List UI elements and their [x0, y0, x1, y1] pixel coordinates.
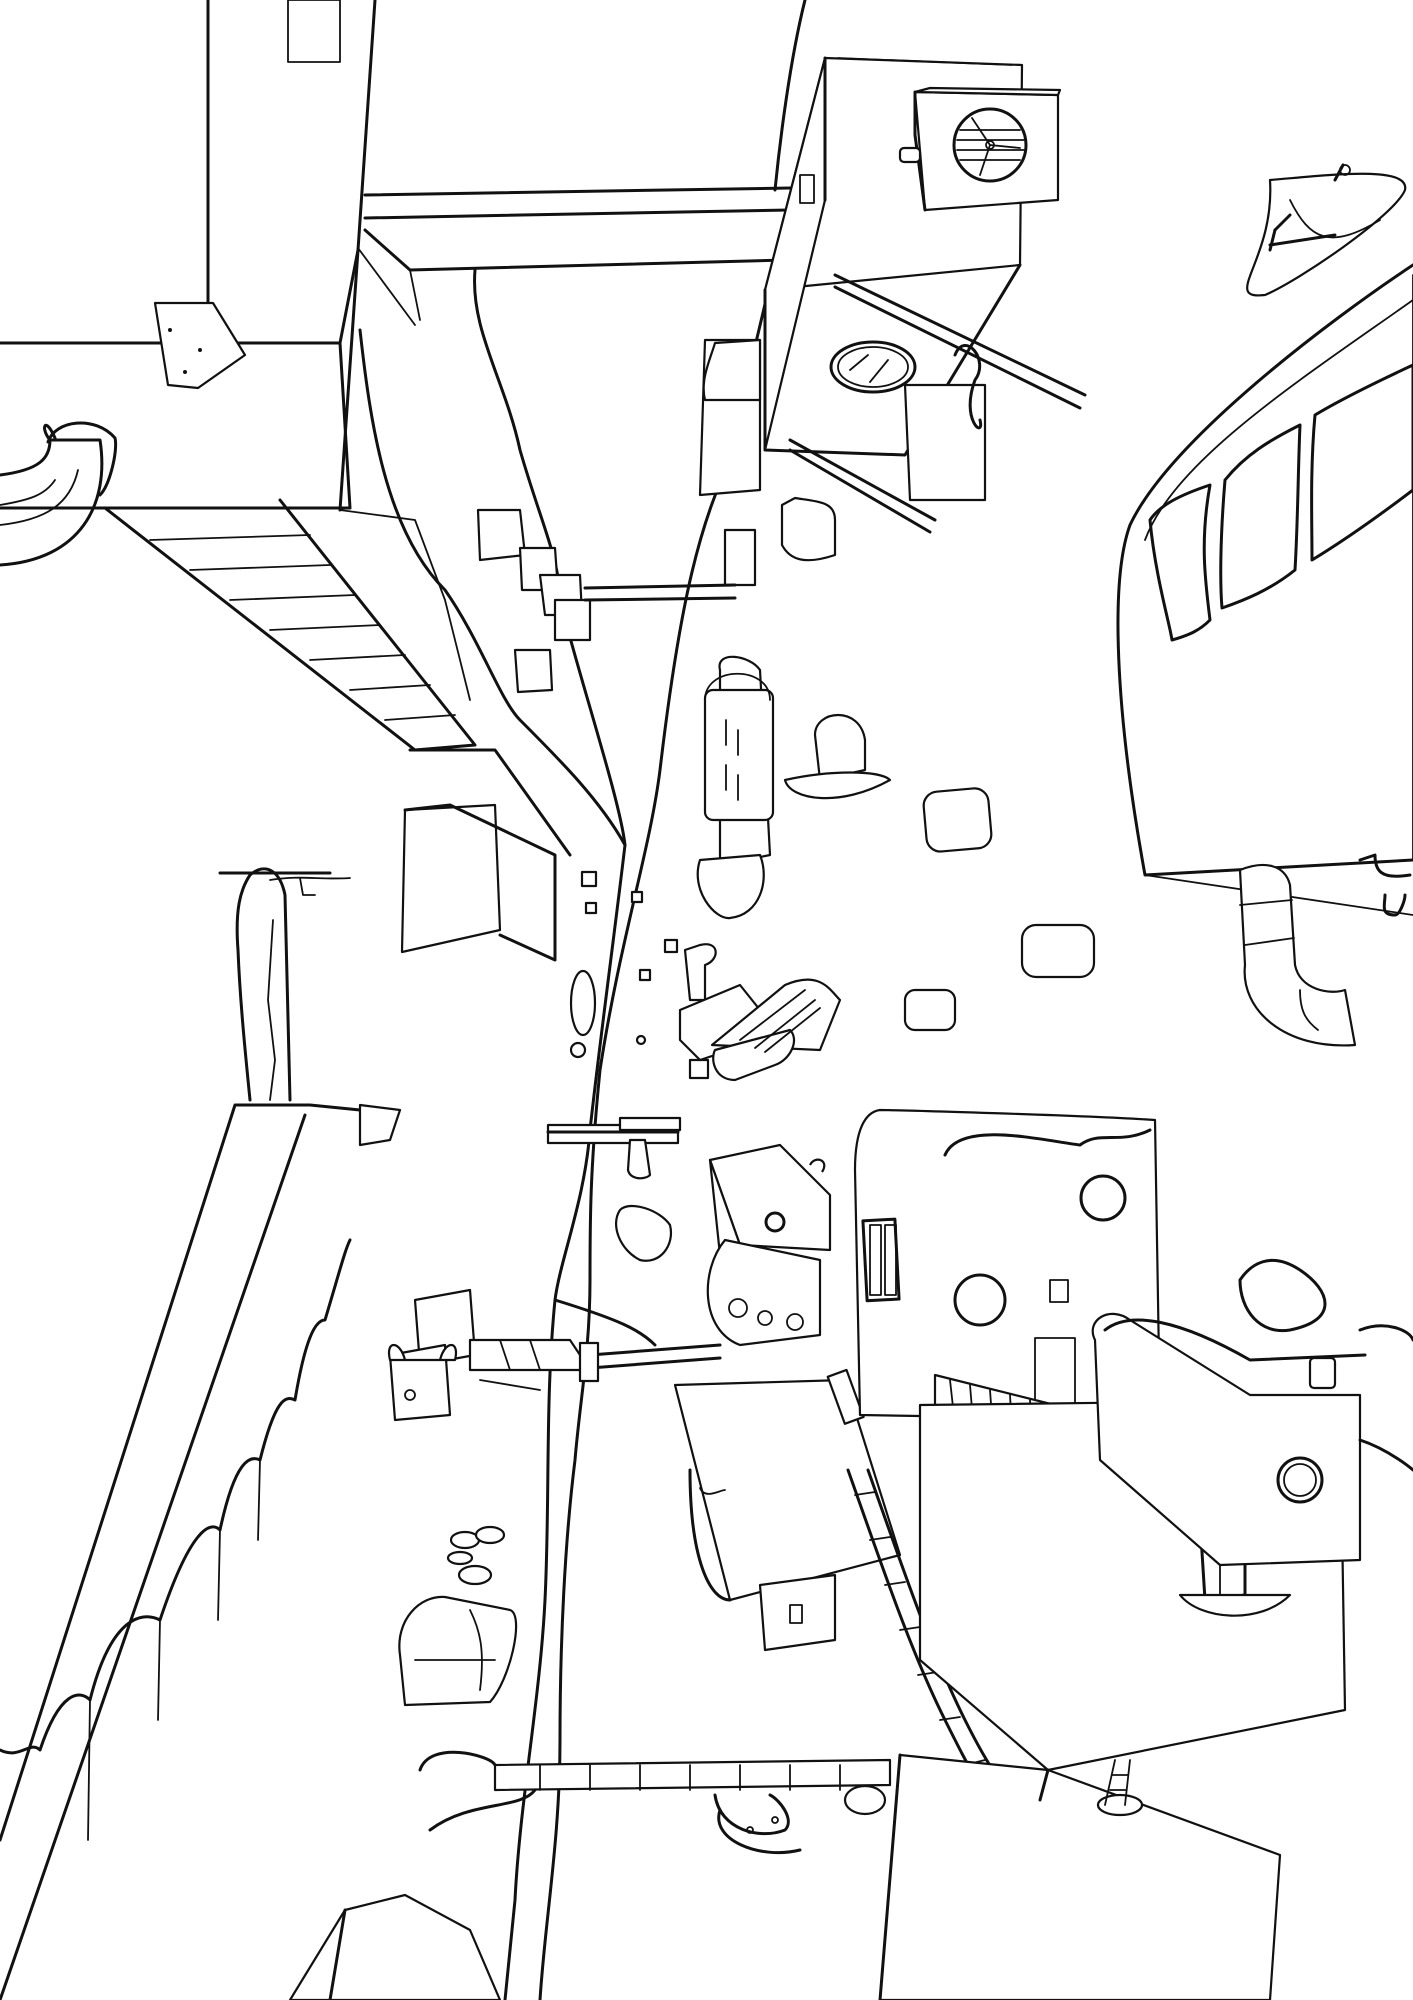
upper-bridge — [357, 186, 792, 326]
roof-room — [1091, 1258, 1413, 1567]
couch-units — [678, 943, 842, 1082]
center-pavilion — [400, 748, 572, 962]
porthole-cube — [708, 1143, 832, 1272]
footbridge — [468, 1338, 722, 1391]
right-bus — [1116, 263, 1413, 916]
box-cluster — [476, 508, 757, 694]
chasm-debris — [569, 870, 710, 1080]
porthole-dome — [706, 1238, 822, 1347]
pipe-icon — [0, 421, 118, 567]
top-left-tower — [0, 0, 377, 512]
fan-icon — [898, 86, 1062, 212]
bottom-right-pillar — [878, 1753, 1282, 2000]
left-cliff-wall — [0, 867, 402, 2000]
desk-block — [673, 1368, 902, 1652]
wall-plate — [153, 301, 247, 390]
sofa-pod — [398, 1595, 518, 1707]
bottom-bridge — [418, 1750, 892, 1855]
pipe-icon — [1238, 853, 1412, 1047]
satellite-dish-icon — [1246, 163, 1407, 297]
girder — [546, 1116, 682, 1180]
floating-rock — [615, 1204, 673, 1262]
annex-boxes — [698, 338, 987, 562]
stools — [446, 1525, 506, 1586]
bottom-left-tower — [288, 1893, 502, 2000]
floating-stones — [903, 787, 1096, 1032]
cylinder-tank — [696, 655, 892, 920]
stairs-top-left — [103, 498, 477, 752]
lower-left-box — [387, 1288, 477, 1422]
